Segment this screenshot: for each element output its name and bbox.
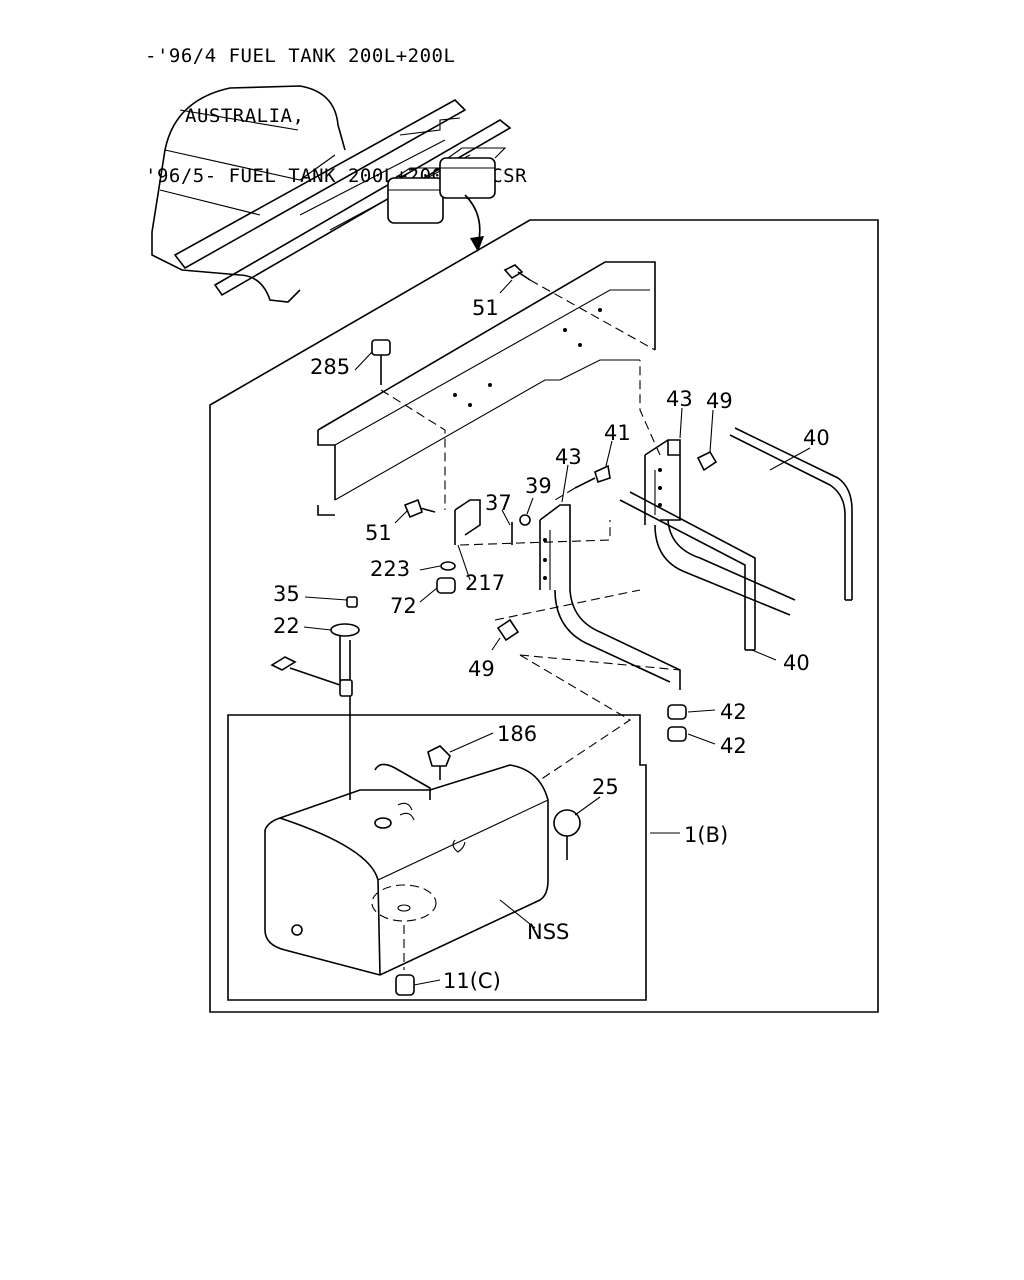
leader-lines [303,279,811,986]
inner-frame [227,714,647,1001]
nut-72 [436,577,456,594]
outer-frame [209,219,879,1013]
bolt-41 [554,464,611,501]
callout-37: 37 [485,491,512,515]
truck-overview-illustration [151,85,512,303]
callout-43-left: 43 [555,445,582,469]
bracket-43-right [644,439,681,525]
title-line-2: AUSTRALIA, [185,105,305,127]
callout-217: 217 [465,571,505,595]
callout-72: 72 [390,594,417,618]
callout-1b: 1(B) [684,823,728,847]
callout-40-bottom: 40 [783,651,810,675]
callout-285: 285 [310,355,350,379]
rod-40-top [729,427,853,601]
bracket-217 [454,499,481,545]
callout-223: 223 [370,557,410,581]
nut-49-bottom [496,618,520,642]
callout-22: 22 [273,614,300,638]
callout-35: 35 [273,582,300,606]
callout-186: 186 [497,722,537,746]
nut-42-b [667,726,687,742]
filler-cap-25 [553,809,581,860]
diagram-title: -'96/4 FUEL TANK 200L+200L AUSTRALIA, '9… [145,6,527,206]
nut-42-a [667,704,687,720]
callout-49-bottom: 49 [468,657,495,681]
nut-49-top [696,450,718,472]
breather-186 [427,745,451,780]
bolt-285 [371,339,446,510]
callout-labels: 51 285 43 49 40 41 43 39 37 51 223 217 3… [273,296,830,993]
callout-39: 39 [525,474,552,498]
callout-11c: 11(C) [443,969,501,993]
assembly-lines [459,360,681,781]
callout-40-top: 40 [803,426,830,450]
bolt-51-top [503,264,656,351]
washer-39 [519,514,531,526]
callout-42-a: 42 [720,700,747,724]
callout-25: 25 [592,775,619,799]
callout-42-b: 42 [720,734,747,758]
bracket-43-left [539,504,571,590]
callout-49-top: 49 [706,389,733,413]
fuel-tank-straps [554,491,796,690]
callout-nss: NSS [527,920,569,944]
fuel-tank-body [264,763,549,976]
sender-unit-22 [270,596,360,800]
drain-plug-11c [395,974,415,996]
bolt-51-left [403,498,436,519]
frame-rail [317,261,656,516]
callout-41: 41 [604,421,631,445]
callout-51-left: 51 [365,521,392,545]
callout-43-right: 43 [666,387,693,411]
washer-223 [440,561,456,571]
callout-51-top: 51 [472,296,499,320]
title-line-1: -'96/4 FUEL TANK 200L+200L [145,45,456,67]
